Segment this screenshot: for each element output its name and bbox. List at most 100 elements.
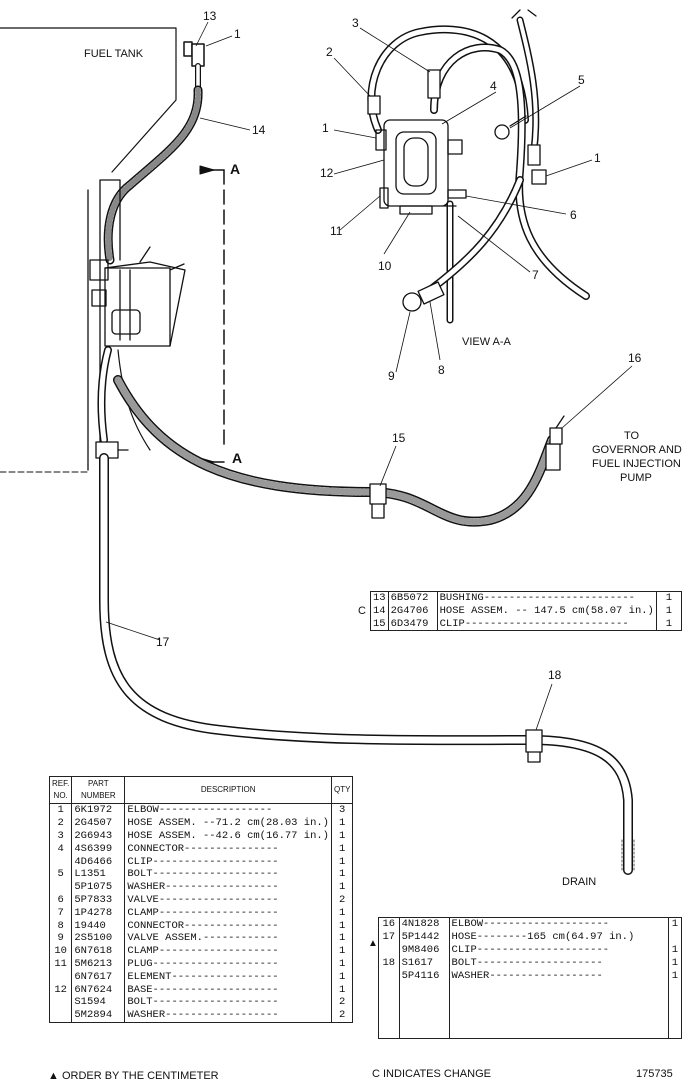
cell-qty: 1	[339, 868, 346, 881]
cell-no: 7	[49, 906, 73, 920]
cell-qty: 1	[339, 881, 346, 894]
cell-no: 10	[49, 944, 73, 958]
tank-elbow	[191, 43, 205, 67]
callout: 9	[388, 369, 395, 383]
callout: 12	[320, 166, 334, 180]
cell-qty: 2	[339, 1009, 346, 1022]
order-note: ▲ ORDER BY THE CENTIMETER	[48, 1070, 219, 1082]
cell-qty: 3	[339, 804, 346, 817]
cell-no: 9	[49, 931, 73, 945]
cell-part: 5P1075	[71, 880, 126, 894]
cell-part: S1594	[71, 995, 126, 1009]
callout: 10	[378, 259, 392, 273]
callout: 1	[322, 121, 329, 135]
cell-qty: 1	[671, 956, 679, 969]
filter-assembly-side	[89, 246, 186, 347]
section-a-top: A	[230, 161, 241, 177]
cell-no: 17	[378, 930, 400, 944]
cell-desc: CLAMP-------------------	[124, 906, 332, 920]
table-header: REF. NO. PART NUMBER DESCRIPTION QTY	[49, 776, 353, 804]
cell-qty: 1	[339, 970, 346, 983]
cell-desc: BOLT--------------------	[449, 956, 669, 970]
cell-desc: HOSE--------165 cm(64.97 in.)	[449, 930, 669, 944]
cell-desc: ELBOW--------------------	[449, 917, 669, 931]
cell-no: 3	[49, 829, 73, 843]
cell-no: 16	[378, 917, 400, 931]
change-note: C INDICATES CHANGE	[372, 1068, 491, 1080]
to-governor-line2: GOVERNOR AND	[592, 444, 682, 456]
fuel-tank-label: FUEL TANK	[84, 48, 144, 60]
cell-part: S1617	[399, 956, 450, 970]
cell-no: 1	[49, 803, 73, 817]
callout: 16	[628, 351, 642, 365]
cell-desc: ELBOW------------------	[124, 803, 332, 817]
cell-part: 5M2894	[71, 1008, 126, 1023]
cell-qty: 1	[339, 906, 346, 919]
cell-desc: WASHER------------------	[449, 969, 669, 982]
cell-no: 6	[49, 893, 73, 907]
cell-desc: CLAMP-------------------	[124, 944, 332, 958]
cell-part: 4D6466	[71, 855, 126, 868]
to-governor-line3: FUEL INJECTION	[592, 458, 681, 470]
callout: 15	[392, 431, 406, 445]
elbow-16	[545, 415, 565, 471]
cell-no: 18	[378, 956, 400, 970]
cell-desc: VALVE-------------------	[124, 893, 332, 907]
cell-no: 2	[49, 816, 73, 830]
cell-part: 6N7618	[71, 944, 126, 958]
cell-desc: CLIP---------------------	[449, 943, 669, 957]
callout: 3	[352, 16, 359, 30]
cell-no: 4	[49, 842, 73, 856]
callout: 8	[438, 363, 445, 377]
cell-part: 5P4116	[399, 969, 450, 982]
callout: 1	[594, 151, 601, 165]
cell-no	[49, 995, 73, 1009]
cell-no: 8	[49, 919, 73, 932]
to-governor-line1: TO	[624, 430, 640, 442]
cell-qty: 1	[339, 957, 346, 970]
cell-no	[49, 970, 73, 984]
clip-18	[525, 729, 543, 753]
cell-part: 4N1828	[399, 917, 450, 931]
cell-desc: CLIP--------------------	[124, 855, 332, 868]
cell-part: 6N7617	[71, 970, 126, 984]
drawing-number: 175735	[636, 1068, 673, 1080]
clip-15	[369, 483, 387, 505]
callout: 4	[490, 79, 497, 93]
cell-qty	[668, 931, 681, 944]
table-row: 13 6B5072 BUSHING-----------------------…	[370, 591, 682, 605]
cell-part: 19440	[71, 919, 126, 932]
callout: 2	[326, 45, 333, 59]
callout: 6	[570, 208, 577, 222]
section-a-bottom: A	[232, 450, 243, 466]
view-aa-detail	[367, 9, 590, 324]
cell-part: 4S6399	[71, 842, 126, 856]
cell-no	[378, 943, 400, 957]
cell-part: 2G4507	[71, 816, 126, 830]
drain-label: DRAIN	[562, 876, 597, 888]
cell-desc: WASHER------------------	[124, 1008, 332, 1023]
callout: 5	[578, 73, 585, 87]
cell-part: 2S5100	[71, 931, 126, 945]
